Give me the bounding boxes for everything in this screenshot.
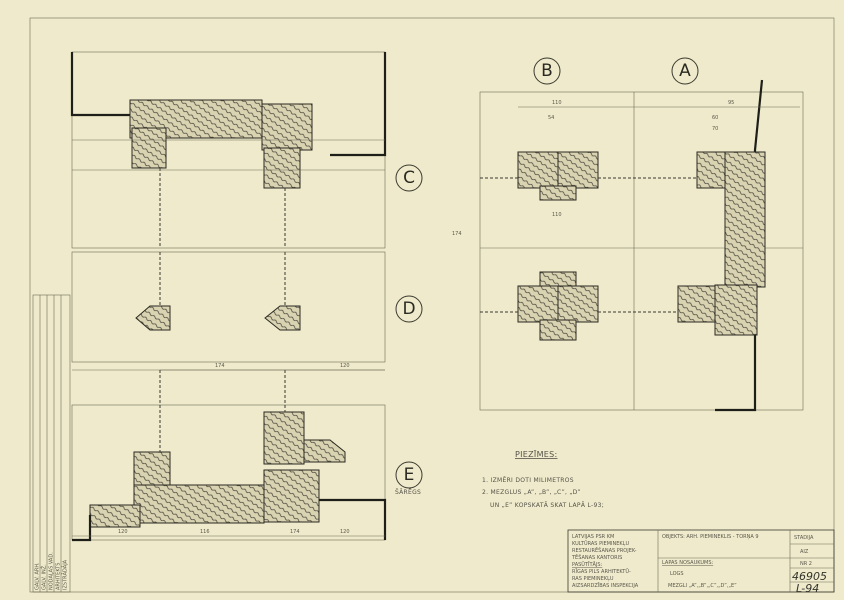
- drawing-text: AIZSARDZĪBAS INSPEKCIJA: [572, 582, 639, 589]
- notes: PIEZĪMES: 1. IZMĒRI DOTI MILIMETROS 2. M…: [482, 449, 604, 509]
- flashing-annotation: ŠĀRĒGS: [395, 489, 421, 496]
- drawing-line: [539, 185, 577, 201]
- sheet-border: [29, 17, 835, 593]
- drawing-text: STADIJA: [794, 535, 814, 541]
- detail-a-b-drawing: [479, 79, 804, 412]
- drawing-line: [557, 285, 599, 323]
- label-a: A: [671, 57, 699, 85]
- drawing-text: GALV. ARH.: [35, 562, 41, 590]
- detail-e-drawing: [71, 370, 387, 542]
- drawing-line: [135, 305, 171, 331]
- drawing-text: A: [679, 61, 691, 81]
- drawing-text: 1. IZMĒRI DOTI MILIMETROS: [482, 477, 574, 484]
- drawing-text: ARHITEKTS: [56, 563, 62, 590]
- drawing-text: D: [402, 299, 415, 319]
- drawing-line: [671, 57, 699, 85]
- drawing-text: 110: [552, 212, 562, 218]
- drawing-line: [557, 151, 599, 189]
- drawing-text: PASŪTĪTĀJS:: [572, 561, 603, 568]
- drawing-text: RĪGAS PILS ARHITEKTŪ-: [572, 568, 631, 575]
- drawing-line: [714, 284, 758, 336]
- drawing-text: 120: [340, 363, 350, 369]
- drawing-text: 120: [118, 529, 128, 535]
- drawing-line: GALV. ARH. GALV. INŽ. NODAĻAS VAD. ARHIT…: [35, 552, 69, 590]
- drawing-text: OBJEKTS: ARH. PIEMINEKLIS - TORŅA 9: [662, 534, 759, 540]
- drawing-text: RAS PIEMINEKĻU: [572, 576, 614, 582]
- drawing-text: E: [404, 465, 415, 485]
- drawing-line: [395, 461, 423, 489]
- label-b: B: [533, 57, 561, 85]
- drawing-text: 95: [728, 100, 734, 106]
- label-e: E: [395, 461, 423, 489]
- label-d: D: [395, 295, 423, 323]
- drawing-text: 174: [215, 363, 225, 369]
- drawing-text: IZSTRĀDĀJA: [62, 559, 69, 590]
- drawing-line: [131, 127, 167, 169]
- drawing-text: 54: [548, 115, 554, 121]
- drawing-text: 120: [340, 529, 350, 535]
- drawing-text: GALV. INŽ.: [40, 564, 48, 590]
- drawing-line: [89, 504, 141, 528]
- drawing-text: C: [403, 168, 415, 188]
- drawing-text: KULTŪRAS PIEMINEKĻU: [572, 540, 629, 547]
- drawing-line: [133, 484, 265, 524]
- drawing-line: [533, 57, 561, 85]
- drawing-line: [395, 295, 423, 323]
- drawing-text: LAPAS NOSAUKUMS:: [662, 560, 714, 566]
- drawing-text: L-94: [796, 582, 819, 595]
- signature-block: GALV. ARH. GALV. INŽ. NODAĻAS VAD. ARHIT…: [32, 294, 71, 593]
- drawing-line: [263, 147, 301, 189]
- drawing-text: MEZGLI „A”,„B”,„C”,„D”,„E”: [668, 583, 737, 589]
- drawing-text: LATVIJAS PSR KM: [572, 534, 614, 540]
- drawing-text: B: [541, 61, 553, 81]
- drawing-line: [70, 52, 387, 157]
- drawing-line: [71, 404, 386, 541]
- drawing-line: [395, 164, 423, 192]
- drawing-line: [71, 251, 386, 363]
- detail-d-drawing: [71, 251, 386, 371]
- drawing-text: RESTAURĒŠANAS PROJEK-: [572, 547, 637, 554]
- drawing-text: PIEZĪMES:: [515, 449, 558, 459]
- drawing-text: 174: [290, 529, 300, 535]
- drawing-text: 46905: [792, 570, 827, 583]
- drawing-line: [71, 51, 386, 249]
- drawing-line: [72, 498, 387, 542]
- drawing-line: [724, 151, 766, 288]
- drawing-line: [567, 529, 835, 593]
- drawing-text: NR 2: [800, 561, 812, 567]
- drawing-line: [263, 469, 320, 523]
- drawing-text: 110: [552, 100, 562, 106]
- drawing-text: 174: [452, 231, 462, 237]
- detail-c-drawing: [70, 51, 387, 249]
- drawing-text: 2. MEZGLUS „A”, „B”, „C”, „D”: [482, 489, 581, 496]
- drawing-text: 70: [712, 126, 718, 132]
- drawing-line: [479, 91, 804, 411]
- drawing-line: [32, 294, 71, 593]
- drawing-line: [517, 285, 559, 323]
- drawing-line: [303, 439, 346, 463]
- drawing-text: 60: [712, 115, 718, 121]
- label-c: C: [395, 164, 423, 192]
- drawing-line: [264, 305, 301, 331]
- drawing-text: LOGS: [670, 571, 684, 577]
- drawing-line: [539, 271, 577, 287]
- drawing-text: TĒŠANAS KANTORIS: [571, 554, 622, 561]
- drawing-line: [263, 411, 305, 465]
- drawing-line: [677, 285, 719, 323]
- drawing-text: NODAĻAS VAD.: [49, 552, 55, 590]
- drawing-line: [517, 151, 559, 189]
- drawing-text: UN „E” KOPSKATĀ SKAT LAPĀ L-93;: [490, 502, 604, 509]
- drawing-line: [539, 319, 577, 341]
- drawing-text: 116: [200, 529, 210, 535]
- drawing-line: [261, 103, 313, 151]
- drawing-text: AIZ: [800, 549, 809, 555]
- title-block: LATVIJAS PSR KM KULTŪRAS PIEMINEKĻU REST…: [567, 529, 835, 595]
